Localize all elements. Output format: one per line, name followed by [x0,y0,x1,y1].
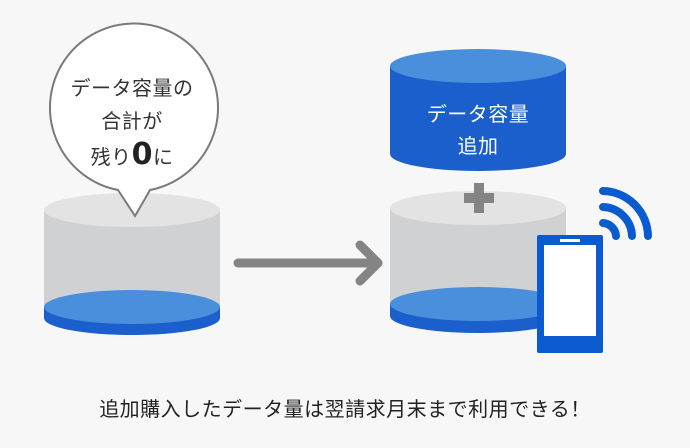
bubble-line-3-prefix: 残り [90,145,132,169]
bubble-line-3-suffix: に [152,145,174,169]
smartphone-icon [537,235,603,353]
speech-bubble [49,22,219,218]
wifi-signal-icon [599,187,652,240]
added-data-cylinder [390,49,566,171]
plus-icon [464,183,494,213]
empty-data-cylinder [44,193,220,335]
current-data-cylinder [390,191,566,333]
remaining-zero: 0 [131,137,153,172]
bubble-line-1: データ容量の [70,76,194,100]
added-label-line-2: 追加 [457,134,499,158]
added-label-line-1: データ容量 [426,102,530,126]
bubble-line-3: 残り0に [48,138,216,174]
bubble-message: データ容量の 合計が 残り0に [48,72,216,174]
bubble-line-2: 合計が [101,109,163,133]
caption: 追加購入したデータ量は翌請求月末まで利用できる！ [99,397,591,421]
arrow-right-icon [233,240,383,286]
added-capacity-label: データ容量 追加 [390,98,566,162]
